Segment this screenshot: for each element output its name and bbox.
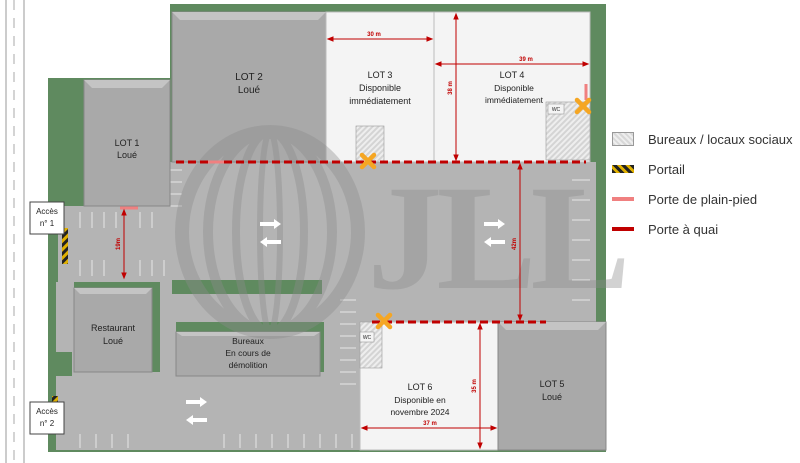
lot6-area — [359, 321, 499, 451]
lot4-name: LOT 4 — [500, 70, 525, 80]
dimension-lines — [121, 12, 590, 450]
lot1-building — [83, 79, 171, 207]
legend-label-ground-door: Porte de plain-pied — [648, 191, 758, 207]
lot5-name: LOT 5 — [540, 379, 565, 389]
lot3-name: LOT 3 — [368, 70, 393, 80]
access-1-line1: Accès — [36, 207, 58, 216]
dock-doors — [176, 160, 586, 324]
lot5-status: Loué — [542, 392, 562, 402]
lot2-status: Loué — [238, 85, 261, 96]
access-2-line1: Accès — [36, 407, 58, 416]
lot6-status-1: Disponible en — [394, 395, 446, 405]
lot6-wc-label: WC — [363, 335, 372, 341]
lot5-building — [497, 321, 607, 451]
dim-lot4-width: 39 m — [519, 57, 533, 63]
restaurant-name: Restaurant — [91, 323, 136, 333]
dim-lot4-depth: 38 m — [448, 81, 454, 95]
ground-door-icon — [612, 197, 634, 201]
access-1-line2: n° 1 — [40, 219, 55, 228]
svg-text:JLL: JLL — [367, 155, 624, 321]
legend-item-gate: Portail — [612, 154, 798, 184]
dim-central-court: 42m — [512, 238, 518, 250]
legend-label-gate: Portail — [648, 161, 685, 177]
access-2-line2: n° 2 — [40, 419, 55, 428]
gate-stripe-icon — [612, 165, 634, 173]
access-2-box — [29, 401, 65, 435]
bureaux-status-1: En cours de — [225, 348, 271, 358]
road — [5, 0, 25, 463]
dock-door-icon — [612, 227, 634, 231]
dim-lot3-width: 30 m — [367, 32, 381, 38]
dim-lot6-width: 37 m — [423, 421, 437, 427]
lot4-wc-label: WC — [552, 107, 561, 113]
bureaux-status-2: démolition — [229, 360, 268, 370]
direction-arrows — [186, 219, 505, 425]
asphalt — [56, 162, 596, 450]
dim-lot1-spacing: 19m — [116, 238, 122, 250]
lot1-shade — [84, 80, 170, 88]
lot5-shade — [498, 322, 606, 330]
jll-watermark: JLL — [175, 125, 631, 339]
lot1-status: Loué — [117, 150, 137, 160]
legend-item-offices: Bureaux / locaux sociaux — [612, 124, 798, 154]
lot1-name: LOT 1 — [115, 138, 140, 148]
legend-item-dock-door: Porte à quai — [612, 214, 798, 244]
legend-item-ground-door: Porte de plain-pied — [612, 184, 798, 214]
marker-icon — [359, 97, 592, 330]
lot6-status-2: novembre 2024 — [390, 407, 449, 417]
office-hatch-icon — [612, 132, 634, 146]
bureaux-shade — [176, 332, 320, 336]
lot2-shade — [172, 12, 326, 20]
restaurant-status: Loué — [103, 336, 123, 346]
lot2-building — [171, 11, 327, 163]
access-1-box — [29, 201, 65, 235]
lot4-wc — [547, 103, 565, 115]
legend-label-offices: Bureaux / locaux sociaux — [648, 131, 793, 147]
green-islands — [56, 280, 322, 376]
lot4-status-2: immédiatement — [485, 95, 544, 105]
restaurant-shade — [74, 288, 152, 294]
legend: Bureaux / locaux sociaux Portail Porte d… — [612, 124, 798, 244]
legend-label-dock-door: Porte à quai — [648, 221, 719, 237]
lot4-status-1: Disponible — [494, 83, 534, 93]
gate-1 — [62, 228, 68, 264]
lot6-wc — [359, 331, 375, 343]
bureaux-building — [175, 331, 321, 377]
ground-doors — [120, 84, 588, 210]
bureaux-name: Bureaux — [232, 336, 264, 346]
restaurant-building — [73, 287, 153, 373]
lot6-name: LOT 6 — [408, 382, 433, 392]
dim-lot6-depth: 35 m — [472, 379, 478, 393]
lot3-status-2: immédiatement — [349, 96, 411, 106]
lot2-name: LOT 2 — [235, 72, 263, 83]
lot3-status-1: Disponible — [359, 83, 401, 93]
